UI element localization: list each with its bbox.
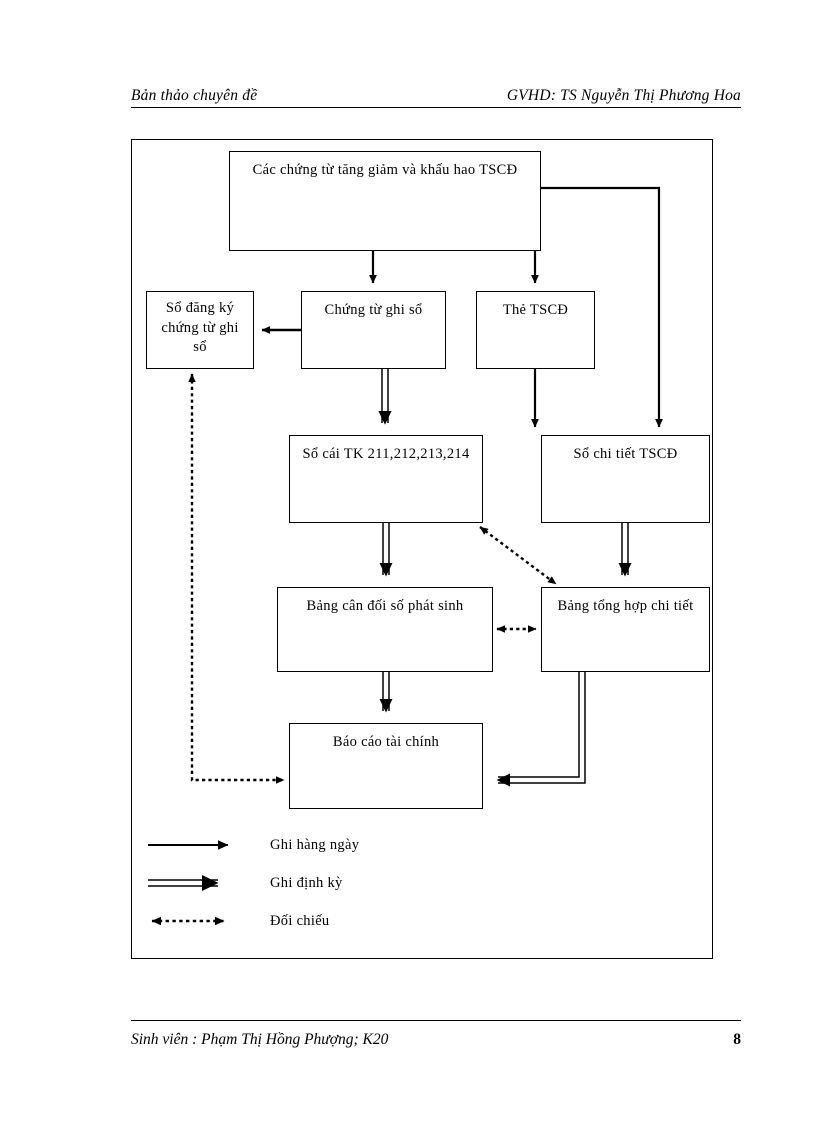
- footer-left-text: Sinh viên : Phạm Thị Hồng Phượng; K20: [131, 1030, 389, 1048]
- dotted-double-arrow-icon: [146, 909, 242, 933]
- node-bang-tong-hop-chi-tiet[interactable]: Bảng tổng hợp chi tiết: [541, 587, 710, 672]
- edge-sochitiet-to-bangtonghop: [618, 523, 632, 577]
- edge-socai-to-bangtonghop-check: [479, 526, 557, 585]
- node-the-tscd[interactable]: Thẻ TSCĐ: [476, 291, 595, 369]
- header-left-text: Bản thảo chuyên đề: [131, 87, 258, 104]
- diagram-frame: Các chứng từ tăng giảm và khấu hao TSCĐ …: [131, 139, 713, 959]
- single-arrow-icon: [146, 833, 242, 857]
- page-header: Bản thảo chuyên đề GVHD: TS Nguyễn Thị P…: [131, 78, 741, 108]
- edge-bangtonghop-to-baocao: [496, 672, 586, 787]
- node-bang-tong-hop-chi-tiet-label: Bảng tổng hợp chi tiết: [557, 598, 694, 614]
- node-so-cai-tk[interactable]: Sổ cái TK 211,212,213,214: [289, 435, 483, 523]
- legend-item-periodic-label: Ghi định kỳ: [270, 874, 343, 891]
- header-right-text: GVHD: TS Nguyễn Thị Phương Hoa: [506, 87, 741, 104]
- legend-item-daily: Ghi hàng ngày: [146, 830, 359, 860]
- edge-sodangky-to-baocao-check: [188, 373, 285, 784]
- node-chung-tu-ghi-so[interactable]: Chứng từ ghi sổ: [301, 291, 446, 369]
- diagram-legend: Ghi hàng ngày Ghi định kỳ: [146, 830, 506, 945]
- legend-item-check: Đối chiếu: [146, 906, 329, 936]
- node-bang-can-doi-label: Bảng cân đối số phát sinh: [306, 598, 464, 614]
- node-chung-tu-tang-giam[interactable]: Các chứng từ tăng giảm và khấu hao TSCĐ: [229, 151, 541, 251]
- page-number: 8: [733, 1030, 741, 1048]
- page-footer: Sinh viên : Phạm Thị Hồng Phượng; K20 8: [131, 1020, 741, 1054]
- node-the-tscd-label: Thẻ TSCĐ: [502, 302, 569, 318]
- double-line-arrow-icon: [146, 871, 242, 895]
- node-bao-cao-tai-chinh[interactable]: Báo cáo tài chính: [289, 723, 483, 809]
- node-chung-tu-tang-giam-label: Các chứng từ tăng giảm và khấu hao TSCĐ: [252, 162, 518, 178]
- edge-chungtughiso-to-socai: [378, 369, 392, 425]
- node-so-dang-ky-label: Sổ đăng ký chứng từ ghi sổ: [161, 300, 239, 356]
- node-so-chi-tiet-tscd[interactable]: Sổ chi tiết TSCĐ: [541, 435, 710, 523]
- node-so-cai-tk-label: Sổ cái TK 211,212,213,214: [302, 446, 470, 462]
- legend-item-check-label: Đối chiếu: [270, 912, 330, 929]
- legend-item-periodic: Ghi định kỳ: [146, 868, 343, 898]
- edge-socai-to-bangcandoi: [379, 523, 393, 577]
- legend-item-daily-label: Ghi hàng ngày: [270, 836, 360, 853]
- node-so-dang-ky[interactable]: Sổ đăng ký chứng từ ghi sổ: [146, 291, 254, 369]
- node-so-chi-tiet-tscd-label: Sổ chi tiết TSCĐ: [573, 446, 678, 462]
- node-chung-tu-ghi-so-label: Chứng từ ghi sổ: [324, 302, 423, 318]
- node-bao-cao-tai-chinh-label: Báo cáo tài chính: [332, 734, 440, 750]
- node-bang-can-doi[interactable]: Bảng cân đối số phát sinh: [277, 587, 493, 672]
- edge-bangcandoi-to-baocao: [379, 672, 393, 713]
